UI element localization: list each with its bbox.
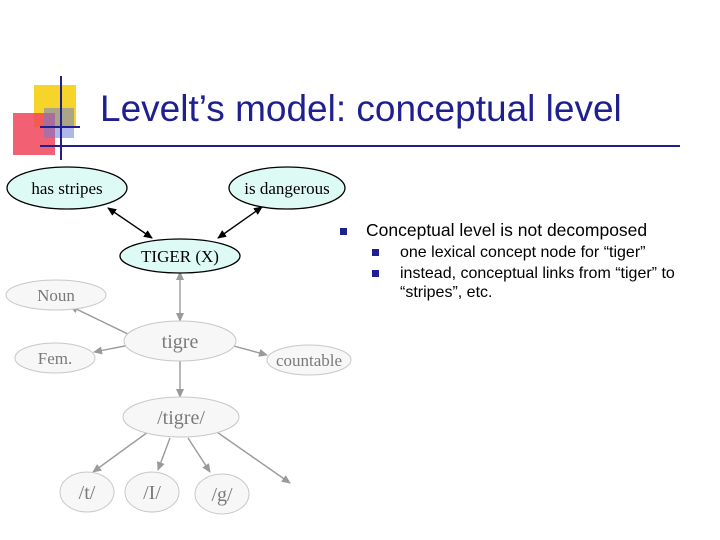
node-label: TIGER (X) [141,247,219,266]
sub-bullet: instead, conceptual links from “tiger” t… [336,264,720,302]
bullet-list: Conceptual level is not decomposed one l… [336,219,720,302]
edge-dangerous-tiger [217,206,263,239]
node-tigre: tigre [123,320,237,362]
node-label: /tigre/ [157,407,205,429]
sub-bullet-text: one lexical concept node for “tiger” [400,244,646,261]
edge-tigre-fem [93,344,131,355]
node-tigre-phonological: /tigre/ [122,396,240,438]
edge-tigre-noun [69,305,133,337]
node-label: /I/ [143,482,161,504]
deco-horizontal-line [40,126,80,128]
sub-bullet-marker [372,270,379,277]
node-label: has stripes [31,179,102,198]
node-label: /g/ [211,484,233,506]
node-phoneme-i: /I/ [124,471,180,513]
node-tiger-concept: TIGER (X) [119,238,241,274]
bullet-main: Conceptual level is not decomposed [336,219,720,241]
deco-vertical-line [60,76,62,160]
edge-phon-i [157,437,171,471]
edge-phon-extra [213,429,291,484]
node-has-stripes: has stripes [6,166,128,210]
edge-stripes-tiger [107,207,153,239]
node-fem: Fem. [14,342,96,374]
sub-bullet: one lexical concept node for “tiger” [336,243,720,262]
node-label: Noun [37,286,75,305]
edge-phon-g [187,437,211,473]
bullet-marker [340,228,347,235]
node-label: is dangerous [244,179,329,198]
node-label: /t/ [79,482,96,504]
bullet-text: Conceptual level is not decomposed [366,220,648,240]
slide-title: Levelt’s model: conceptual level [100,88,622,129]
node-phoneme-t: /t/ [59,471,115,513]
node-countable: countable [266,344,352,376]
title-underline [40,145,680,147]
node-phoneme-g: /g/ [194,473,250,515]
edge-tigre-countable [229,344,268,357]
node-label: Fem. [38,349,72,368]
node-noun: Noun [5,279,107,311]
sub-bullet-marker [372,249,379,256]
node-label: tigre [162,331,199,353]
node-is-dangerous: is dangerous [228,166,346,210]
edge-phon-t [92,431,149,473]
sub-bullet-text: instead, conceptual links from “tiger” t… [400,265,675,301]
node-label: countable [276,351,342,370]
deco-blue-square [44,108,74,138]
